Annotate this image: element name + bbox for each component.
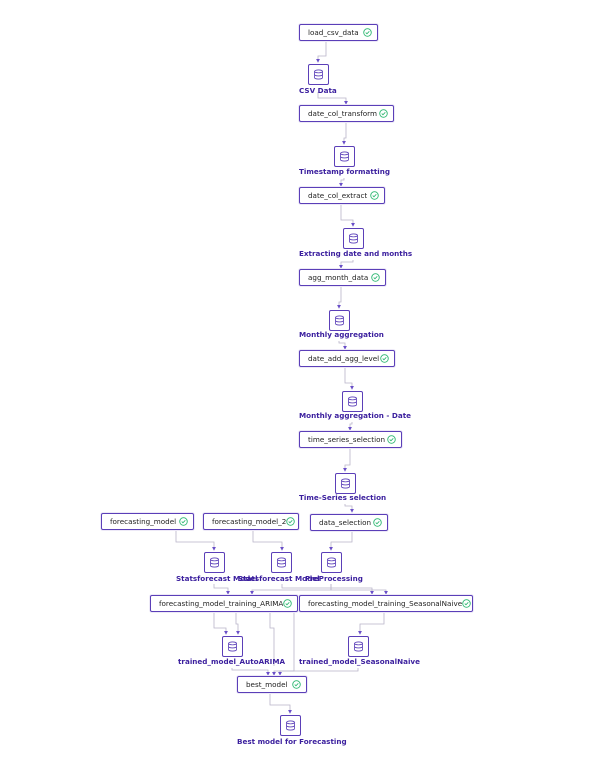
artifact-monthly-aggregation-date[interactable] [342,391,363,412]
step-forecasting-model-training-arima[interactable]: forecasting_model_training_ARIMA [150,595,298,612]
artifact-csv-data[interactable] [308,64,329,85]
step-date-col-transform[interactable]: date_col_transform [299,105,394,122]
artifact-label: Statsforecast Model [176,574,258,583]
database-icon [286,720,295,731]
step-label: date_col_transform [308,109,377,118]
artifact-trained-model-seasonalnaive[interactable] [348,636,369,657]
artifact-label: CSV Data [299,86,337,95]
artifact-label: Timestamp formatting [299,167,390,176]
check-circle-icon [379,109,388,118]
step-date-add-agg-level[interactable]: date_add_agg_level [299,350,395,367]
artifact-statsforecast-model-2[interactable] [271,552,292,573]
database-icon [228,641,237,652]
database-icon [277,557,286,568]
database-icon [348,396,357,407]
artifact-label: trained_model_SeasonalNaive [299,657,420,666]
artifact-best-model-forecasting[interactable] [280,715,301,736]
check-circle-icon [179,517,188,526]
artifact-label: PreProcessing [305,574,363,583]
artifact-label: trained_model_AutoARIMA [178,657,286,666]
step-label: agg_month_data [308,273,369,282]
step-label: load_csv_data [308,28,359,37]
database-icon [340,151,349,162]
artifact-label: Best model for Forecasting [237,737,347,746]
database-icon [349,233,358,244]
database-icon [314,69,323,80]
artifact-label: Monthly aggregation [299,330,384,339]
check-circle-icon [370,191,379,200]
step-load-csv-data[interactable]: load_csv_data [299,24,378,41]
artifact-trained-model-autoarima[interactable] [222,636,243,657]
check-circle-icon [292,680,301,689]
artifact-monthly-aggregation[interactable] [329,310,350,331]
artifact-time-series-selection[interactable] [335,473,356,494]
artifact-extracting-date-months[interactable] [343,228,364,249]
artifact-timestamp-formatting[interactable] [334,146,355,167]
artifact-label: Extracting date and months [299,249,413,258]
check-circle-icon [380,354,389,363]
check-circle-icon [373,518,382,527]
step-label: forecasting_model_training_SeasonalNaive [308,599,463,608]
database-icon [210,557,219,568]
step-label: data_selection [319,518,372,527]
artifact-preprocessing[interactable] [321,552,342,573]
check-circle-icon [363,28,372,37]
step-forecasting-model-2[interactable]: forecasting_model_2 [203,513,299,530]
database-icon [327,557,336,568]
check-circle-icon [283,599,293,608]
step-forecasting-model[interactable]: forecasting_model [101,513,194,530]
database-icon [335,315,344,326]
check-circle-icon [462,599,471,608]
step-time-series-selection[interactable]: time_series_selection [299,431,402,448]
step-label: forecasting_model [110,517,177,526]
step-label: time_series_selection [308,435,386,444]
step-date-col-extract[interactable]: date_col_extract [299,187,385,204]
database-icon [354,641,363,652]
step-best-model[interactable]: best_model [237,676,307,693]
check-circle-icon [387,435,396,444]
step-forecasting-model-training-seasonalnaive[interactable]: forecasting_model_training_SeasonalNaive [299,595,473,612]
step-label: forecasting_model_training_ARIMA [159,599,284,608]
step-label: date_add_agg_level [308,354,380,363]
step-data-selection[interactable]: data_selection [310,514,388,531]
step-label: best_model [246,680,288,689]
step-agg-month-data[interactable]: agg_month_data [299,269,386,286]
check-circle-icon [371,273,380,282]
artifact-label: Monthly aggregation - Date [299,411,412,420]
artifact-label: Time-Series selection [299,493,387,502]
step-label: forecasting_model_2 [212,517,287,526]
artifact-label: Statsforecast Model [238,574,320,583]
database-icon [341,478,350,489]
check-circle-icon [286,517,296,526]
step-label: date_col_extract [308,191,368,200]
artifact-statsforecast-model-1[interactable] [204,552,225,573]
